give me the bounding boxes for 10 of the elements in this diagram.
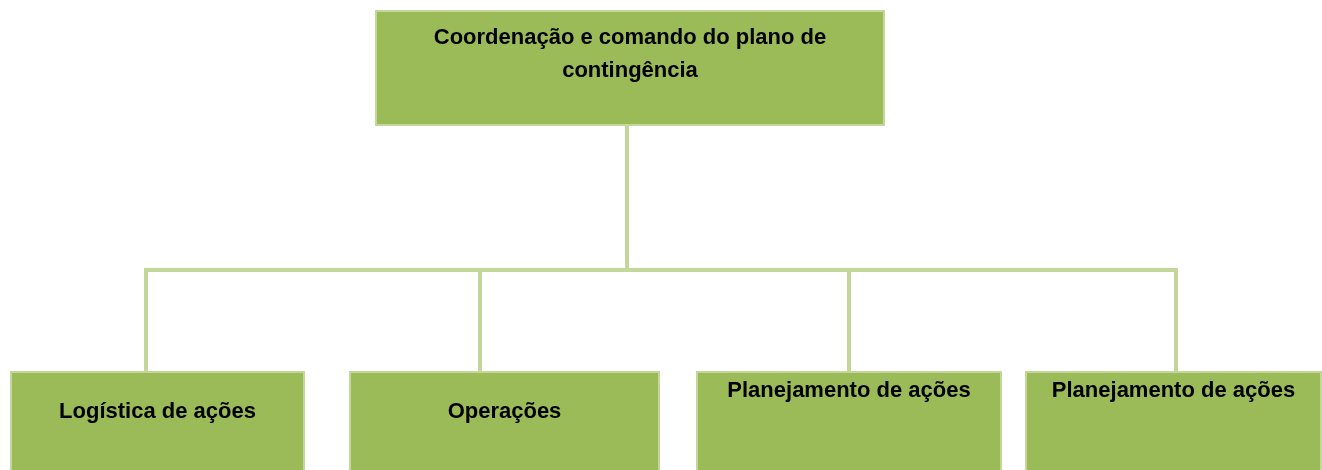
box-label: Logística de ações — [59, 397, 256, 425]
org-box — [10, 371, 305, 470]
box-label: Coordenação e comando do plano de contingência — [432, 23, 828, 84]
org-box — [375, 10, 885, 126]
org-box — [696, 371, 1002, 470]
org-box — [1025, 371, 1322, 470]
box-label: Planejamento de ações — [727, 376, 971, 404]
org-box — [349, 371, 660, 470]
box-label: Operações — [447, 397, 562, 425]
box-label: Planejamento de ações — [1051, 376, 1296, 404]
